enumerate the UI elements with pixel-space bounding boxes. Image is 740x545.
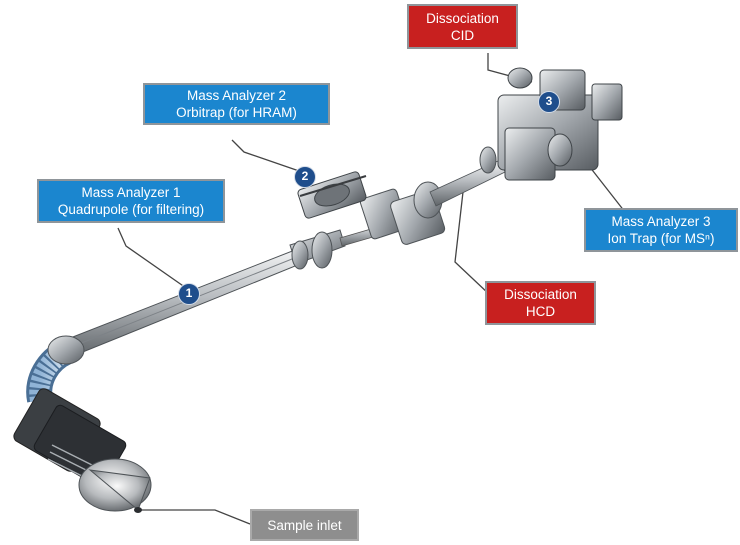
leader-analyzer2 bbox=[231, 139, 303, 173]
label-mass-analyzer-1-line2: Quadrupole (for filtering) bbox=[57, 202, 205, 217]
quadrupole-assembly bbox=[59, 229, 346, 359]
orbitrap-assembly bbox=[297, 171, 367, 219]
label-mass-analyzer-2-line2: Orbitrap (for HRAM) bbox=[176, 105, 297, 120]
badge-number-2: 2 bbox=[294, 166, 316, 188]
label-mass-analyzer-1: Mass Analyzer 1 Quadrupole (for filterin… bbox=[37, 179, 225, 223]
label-dissociation-cid-line1: Dissociation bbox=[426, 10, 499, 26]
leader-analyzer1 bbox=[117, 227, 190, 291]
label-sample-inlet: Sample inlet bbox=[250, 509, 359, 541]
hcd-assembly bbox=[359, 146, 506, 245]
label-dissociation-hcd-line1: Dissociation bbox=[504, 287, 577, 302]
label-mass-analyzer-2: Mass Analyzer 2 Orbitrap (for HRAM) bbox=[143, 83, 330, 125]
label-dissociation-hcd: Dissociation HCD bbox=[485, 281, 596, 325]
leader-inlet bbox=[140, 509, 251, 525]
label-mass-analyzer-1-line1: Mass Analyzer 1 bbox=[81, 185, 181, 200]
badge-number-1: 1 bbox=[178, 283, 200, 305]
ion-source-assembly bbox=[13, 388, 152, 513]
label-sample-inlet-text: Sample inlet bbox=[267, 517, 342, 533]
label-dissociation-hcd-line2: HCD bbox=[525, 304, 556, 319]
leader-hcd bbox=[454, 191, 491, 296]
label-dissociation-cid: Dissociation CID bbox=[407, 4, 518, 49]
badge-number-3: 3 bbox=[538, 91, 560, 113]
label-mass-analyzer-2-line1: Mass Analyzer 2 bbox=[186, 88, 287, 103]
ion-trap-assembly bbox=[497, 67, 623, 181]
label-mass-analyzer-3-line1: Mass Analyzer 3 bbox=[611, 214, 711, 229]
label-mass-analyzer-3: Mass Analyzer 3 Ion Trap (for MSⁿ) bbox=[584, 208, 738, 252]
label-dissociation-cid-line2: CID bbox=[450, 27, 475, 43]
leader-lines bbox=[117, 53, 626, 525]
label-mass-analyzer-3-line2: Ion Trap (for MSⁿ) bbox=[607, 231, 715, 246]
